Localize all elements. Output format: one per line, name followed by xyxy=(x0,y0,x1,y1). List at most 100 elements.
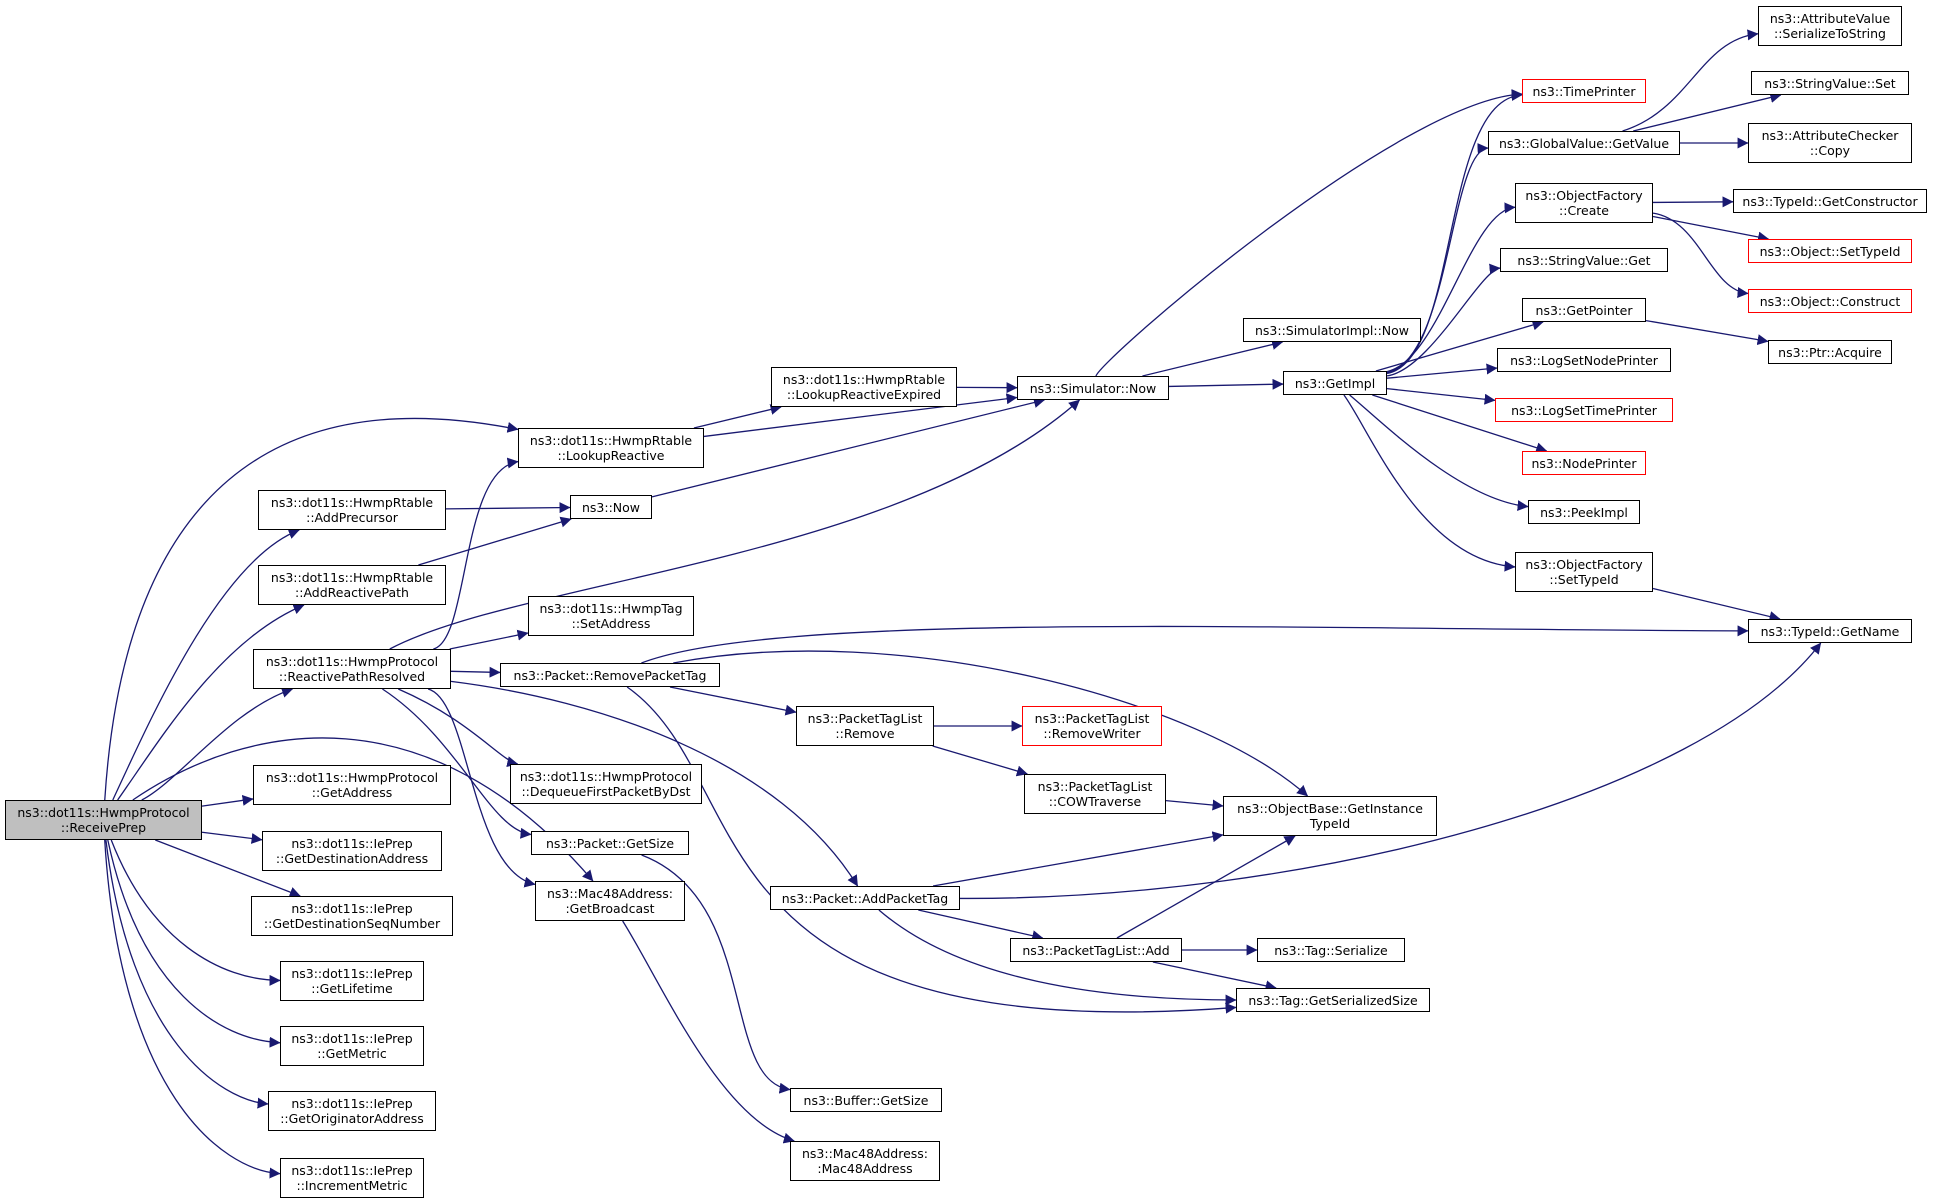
edge-packet-tag-list-remove-to-cow-traverse xyxy=(932,745,1028,777)
edge-reactive-path-resolved-to-packet-add-packet-tag xyxy=(450,680,859,887)
node-label: ::ReceivePrep xyxy=(60,820,147,835)
node-lookup-reactive[interactable]: ns3::dot11s::HwmpRtable::LookupReactive xyxy=(518,428,704,468)
node-label: ns3::dot11s::HwmpTag xyxy=(539,601,683,616)
node-node-printer[interactable]: ns3::NodePrinter xyxy=(1522,451,1646,475)
node-label: ns3::Now xyxy=(581,499,641,515)
node-reactive-path-resolved[interactable]: ns3::dot11s::HwmpProtocol::ReactivePathR… xyxy=(253,649,451,689)
node-buffer-get-size[interactable]: ns3::Buffer::GetSize xyxy=(790,1088,942,1112)
node-get-originator-address[interactable]: ns3::dot11s::IePrep::GetOriginatorAddres… xyxy=(268,1091,436,1131)
edge-mac48-get-broadcast-to-mac48-address xyxy=(622,920,795,1144)
node-label: ns3::dot11s::HwmpRtable xyxy=(270,570,434,585)
node-label: ns3::PacketTagList::Add xyxy=(1022,942,1170,958)
node-label: ::SerializeToString xyxy=(1774,26,1886,41)
node-label: ns3::LogSetNodePrinter xyxy=(1510,352,1658,368)
edge-get-impl-to-string-value-get xyxy=(1386,263,1501,377)
edge-object-factory-create-to-object-construct xyxy=(1652,212,1749,298)
node-packet-tag-list-add[interactable]: ns3::PacketTagList::Add xyxy=(1010,938,1182,962)
node-simulator-now[interactable]: ns3::Simulator::Now xyxy=(1017,376,1169,400)
node-attribute-value-serialize[interactable]: ns3::AttributeValue::SerializeToString xyxy=(1758,6,1902,46)
edge-receive-prep-to-increment-metric xyxy=(104,839,281,1179)
node-increment-metric[interactable]: ns3::dot11s::IePrep::IncrementMetric xyxy=(280,1158,424,1198)
node-label: ns3::dot11s::IePrep xyxy=(291,901,413,916)
node-add-reactive-path[interactable]: ns3::dot11s::HwmpRtable::AddReactivePath xyxy=(258,565,446,605)
node-ptr-acquire[interactable]: ns3::Ptr::Acquire xyxy=(1768,340,1892,364)
node-label: ns3::LogSetTimePrinter xyxy=(1511,402,1657,418)
edge-packet-add-packet-tag-to-packet-tag-list-add xyxy=(918,909,1044,942)
edge-get-impl-to-peek-impl xyxy=(1349,394,1529,512)
node-packet-add-packet-tag[interactable]: ns3::Packet::AddPacketTag xyxy=(770,886,960,910)
node-packet-remove-packet-tag[interactable]: ns3::Packet::RemovePacketTag xyxy=(500,663,720,687)
node-label: ns3::GetPointer xyxy=(1535,302,1633,318)
edge-reactive-path-resolved-to-dequeue-first-packet xyxy=(398,688,519,768)
edge-get-impl-to-node-printer xyxy=(1372,394,1548,454)
node-label: ns3::SimulatorImpl::Now xyxy=(1254,322,1410,338)
edge-receive-prep-to-get-lifetime xyxy=(110,839,281,986)
edge-object-factory-create-to-type-id-get-constructor xyxy=(1652,196,1734,208)
node-type-id-get-name[interactable]: ns3::TypeId::GetName xyxy=(1748,619,1912,643)
node-label: ns3::Buffer::GetSize xyxy=(803,1092,929,1108)
node-log-set-node-printer[interactable]: ns3::LogSetNodePrinter xyxy=(1497,348,1671,372)
node-label: ::GetLifetime xyxy=(311,981,393,996)
node-peek-impl[interactable]: ns3::PeekImpl xyxy=(1528,500,1640,524)
edge-packet-add-packet-tag-to-tag-get-serialized-size xyxy=(878,909,1237,1006)
node-tag-get-serialized-size[interactable]: ns3::Tag::GetSerializedSize xyxy=(1236,988,1430,1012)
node-now[interactable]: ns3::Now xyxy=(570,495,652,519)
node-label: ns3::dot11s::HwmpProtocol xyxy=(265,770,439,785)
node-label: ns3::PacketTagList xyxy=(1037,779,1153,794)
node-remove-writer[interactable]: ns3::PacketTagList::RemoveWriter xyxy=(1022,706,1162,746)
node-label: ::LookupReactive xyxy=(557,448,665,463)
node-get-pointer[interactable]: ns3::GetPointer xyxy=(1522,298,1646,322)
node-label: ns3::TypeId::GetName xyxy=(1760,623,1900,639)
node-get-lifetime[interactable]: ns3::dot11s::IePrep::GetLifetime xyxy=(280,961,424,1001)
node-add-precursor[interactable]: ns3::dot11s::HwmpRtable::AddPrecursor xyxy=(258,490,446,530)
node-label: ns3::dot11s::HwmpProtocol xyxy=(17,805,190,820)
node-get-destination-address[interactable]: ns3::dot11s::IePrep::GetDestinationAddre… xyxy=(262,831,442,871)
node-mac48-get-broadcast[interactable]: ns3::Mac48Address::GetBroadcast xyxy=(535,881,685,921)
node-log-set-time-printer[interactable]: ns3::LogSetTimePrinter xyxy=(1495,398,1673,422)
node-label: ns3::ObjectBase::GetInstance xyxy=(1237,801,1423,816)
node-hwmp-tag-set-address[interactable]: ns3::dot11s::HwmpTag::SetAddress xyxy=(528,596,694,636)
node-label: ns3::Simulator::Now xyxy=(1029,380,1157,396)
edge-receive-prep-to-get-address xyxy=(201,794,254,807)
node-object-factory-create[interactable]: ns3::ObjectFactory::Create xyxy=(1515,183,1653,223)
node-label: ns3::ObjectFactory xyxy=(1525,557,1643,572)
node-type-id-get-constructor[interactable]: ns3::TypeId::GetConstructor xyxy=(1733,189,1927,213)
node-label: :GetBroadcast xyxy=(565,901,655,916)
node-packet-get-size[interactable]: ns3::Packet::GetSize xyxy=(531,831,689,855)
node-object-set-type-id[interactable]: ns3::Object::SetTypeId xyxy=(1748,239,1912,263)
node-get-destination-seq[interactable]: ns3::dot11s::IePrep::GetDestinationSeqNu… xyxy=(251,896,453,936)
node-get-metric[interactable]: ns3::dot11s::IePrep::GetMetric xyxy=(280,1026,424,1066)
node-object-construct[interactable]: ns3::Object::Construct xyxy=(1748,289,1912,313)
node-label: ::GetDestinationSeqNumber xyxy=(263,916,441,931)
node-tag-serialize[interactable]: ns3::Tag::Serialize xyxy=(1257,938,1405,962)
edge-receive-prep-to-mac48-get-broadcast xyxy=(132,737,594,882)
node-object-factory-set-type-id[interactable]: ns3::ObjectFactory::SetTypeId xyxy=(1515,552,1653,592)
edge-add-precursor-to-now xyxy=(445,502,571,514)
node-get-address[interactable]: ns3::dot11s::HwmpProtocol::GetAddress xyxy=(253,765,451,805)
node-packet-tag-list-remove[interactable]: ns3::PacketTagList::Remove xyxy=(796,706,934,746)
node-dequeue-first-packet[interactable]: ns3::dot11s::HwmpProtocol::DequeueFirstP… xyxy=(510,764,702,804)
edge-packet-remove-packet-tag-to-type-id-get-name xyxy=(641,625,1749,664)
node-label: ns3::GetImpl xyxy=(1294,375,1376,391)
node-string-value-set[interactable]: ns3::StringValue::Set xyxy=(1751,71,1909,95)
node-time-printer[interactable]: ns3::TimePrinter xyxy=(1522,79,1646,103)
node-simulator-impl-now[interactable]: ns3::SimulatorImpl::Now xyxy=(1243,318,1421,342)
node-mac48-address[interactable]: ns3::Mac48Address::Mac48Address xyxy=(790,1141,940,1181)
node-label: ns3::PeekImpl xyxy=(1540,504,1628,520)
node-label: ns3::Mac48Address: xyxy=(801,1146,929,1161)
edge-packet-tag-list-add-to-get-instance-type-id xyxy=(1116,835,1296,939)
node-label: ns3::Mac48Address: xyxy=(546,886,674,901)
node-string-value-get[interactable]: ns3::StringValue::Get xyxy=(1500,248,1668,272)
edge-object-factory-set-type-id-to-type-id-get-name xyxy=(1652,587,1781,622)
node-label: ns3::Object::SetTypeId xyxy=(1759,243,1901,259)
node-label: ns3::dot11s::IePrep xyxy=(291,1031,413,1046)
node-label: ns3::Packet::AddPacketTag xyxy=(781,890,949,906)
node-label: ns3::PacketTagList xyxy=(1034,711,1150,726)
node-cow-traverse[interactable]: ns3::PacketTagList::COWTraverse xyxy=(1024,774,1166,814)
node-global-value-get-value[interactable]: ns3::GlobalValue::GetValue xyxy=(1488,131,1680,155)
node-lookup-reactive-expired[interactable]: ns3::dot11s::HwmpRtable::LookupReactiveE… xyxy=(771,367,957,407)
node-attribute-checker-copy[interactable]: ns3::AttributeChecker::Copy xyxy=(1748,123,1912,163)
node-label: ::COWTraverse xyxy=(1048,794,1142,809)
node-get-impl[interactable]: ns3::GetImpl xyxy=(1283,371,1387,395)
